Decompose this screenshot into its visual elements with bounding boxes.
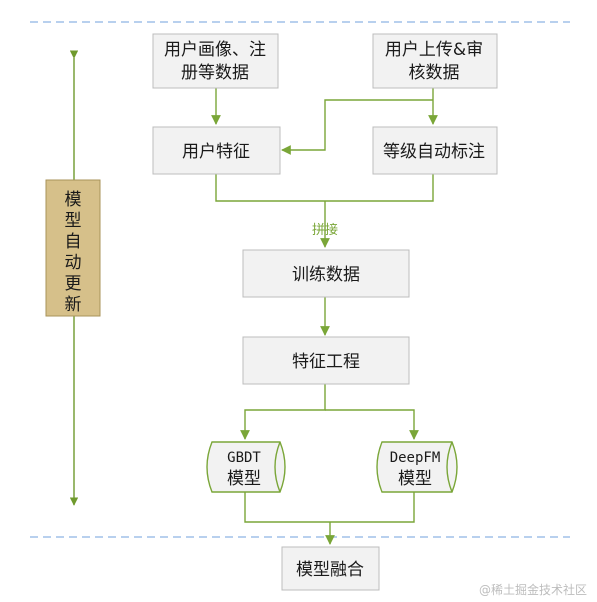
user-profile-line-2: 册等数据 (181, 63, 249, 83)
side-label-char: 自 (65, 232, 82, 252)
side-label-char: 模 (65, 190, 82, 210)
user-upload-box: 用户上传&审 核数据 (372, 33, 498, 89)
training-data-label: 训练数据 (292, 265, 360, 285)
deepfm-label-line-2: 模型 (398, 469, 432, 489)
user-features-box: 用户特征 (152, 126, 281, 175)
gbdt-model-node: GBDT 模型 (206, 441, 286, 493)
gbdt-label-line-1: GBDT (227, 450, 261, 466)
side-label-char: 更 (65, 274, 82, 294)
feature-engineering-box: 特征工程 (242, 336, 410, 385)
feature-engineering-label: 特征工程 (292, 352, 360, 372)
user-features-label: 用户特征 (182, 142, 250, 162)
deepfm-label-line-1: DeepFM (390, 450, 441, 466)
side-label-char: 型 (65, 211, 82, 231)
connector-fe-split (240, 384, 326, 440)
model-auto-update-panel: 模 型 自 动 更 新 (45, 179, 101, 317)
connector-merge (215, 174, 434, 202)
user-profile-line-1: 用户画像、注 (164, 40, 266, 60)
gbdt-label-line-2: 模型 (227, 469, 261, 489)
training-data-box: 训练数据 (242, 249, 410, 298)
model-fusion-box: 模型融合 (281, 546, 380, 591)
connector-models-join (244, 492, 415, 523)
user-upload-line-2: 核数据 (409, 63, 460, 83)
auto-label-box: 等级自动标注 (372, 126, 498, 175)
model-fusion-label: 模型融合 (296, 560, 364, 580)
merge-label: 拼接 (312, 222, 338, 238)
deepfm-model-node: DeepFM 模型 (376, 441, 458, 493)
auto-label-label: 等级自动标注 (383, 142, 485, 162)
user-upload-line-1: 用户上传&审 (385, 40, 483, 60)
side-label-char: 新 (65, 295, 82, 315)
connectors (211, 88, 438, 545)
user-profile-box: 用户画像、注 册等数据 (152, 33, 279, 89)
connector-fe-split-right (325, 409, 419, 440)
watermark: @稀土掘金技术社区 (479, 582, 587, 597)
connector-upload-to-features (281, 99, 433, 155)
side-label-char: 动 (65, 253, 82, 273)
